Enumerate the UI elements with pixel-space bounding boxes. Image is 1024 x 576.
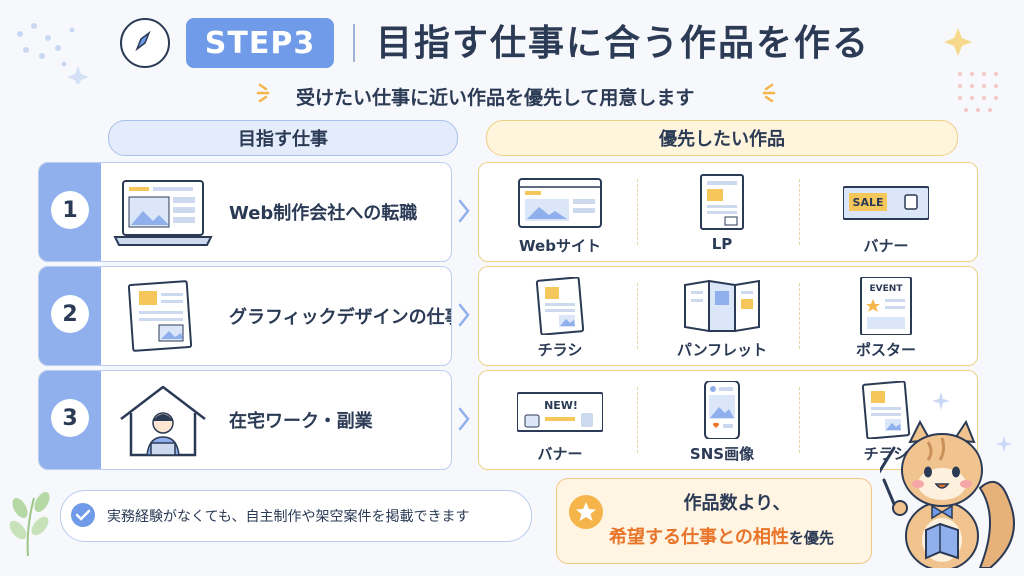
work-item: SNS画像	[645, 371, 799, 469]
highlight-text: 希望する仕事との相性	[609, 527, 789, 548]
note-priority: 作品数より、 希望する仕事との相性を優先	[556, 478, 872, 564]
work-item: NEW! バナー	[483, 371, 637, 469]
work-item: パンフレット	[645, 267, 799, 365]
divider	[799, 283, 800, 349]
divider	[799, 387, 800, 453]
decorative-sparkles	[944, 28, 998, 112]
sparkle-icon	[996, 436, 1012, 452]
work-label: ポスター	[855, 341, 916, 359]
chevron-right-icon	[458, 303, 470, 327]
poster-icon: EVENT	[860, 277, 912, 335]
work-label: バナー	[863, 237, 909, 255]
squirrel-mascot	[880, 419, 1015, 568]
banner-icon: NEW!	[517, 392, 603, 432]
work-label: チラシ	[537, 341, 583, 359]
title-divider	[353, 24, 355, 62]
works-card-2: チラシ パンフレット EVENT ポスター	[478, 266, 978, 366]
flyer-icon	[535, 277, 585, 335]
event-text: EVENT	[870, 284, 904, 294]
plant-illustration	[9, 492, 50, 557]
note-experience-text: 実務経験がなくても、自主制作や架空案件を掲載できます	[107, 509, 470, 525]
works-card-1: Webサイト LP SALE バナー	[478, 162, 978, 262]
note-priority-line2: 希望する仕事との相性を優先	[609, 523, 834, 549]
star-icon	[569, 495, 603, 529]
step-number: 1	[51, 191, 89, 229]
work-label: チラシ	[863, 445, 909, 463]
work-item: EVENT ポスター	[809, 267, 963, 365]
work-item: Webサイト	[483, 163, 637, 261]
work-item: チラシ	[483, 267, 637, 365]
step-number: 3	[51, 399, 89, 437]
step-badge: STEP3	[186, 18, 334, 68]
chevron-right-icon	[458, 407, 470, 431]
divider	[637, 387, 638, 453]
page-title: 目指す仕事に合う作品を作る	[376, 23, 871, 64]
job-label: 在宅ワーク・副業	[229, 411, 373, 432]
work-label: Webサイト	[519, 237, 601, 255]
divider	[637, 179, 638, 245]
home-work-icon	[120, 385, 206, 457]
pamphlet-icon	[684, 279, 760, 333]
work-label: パンフレット	[676, 341, 768, 359]
sparkle-left-icon	[256, 83, 270, 102]
job-card-3: 3 在宅ワーク・副業	[38, 370, 452, 470]
sparkle-icon	[932, 392, 950, 410]
laptop-icon	[113, 180, 213, 246]
sparkle-right-icon	[762, 83, 776, 102]
divider	[637, 283, 638, 349]
decorative-dots	[17, 23, 89, 84]
flyer-icon	[861, 381, 911, 439]
chevron-right-icon	[458, 199, 470, 223]
new-text: NEW!	[544, 399, 578, 412]
note-experience: 実務経験がなくても、自主制作や架空案件を掲載できます	[60, 490, 532, 542]
divider	[799, 179, 800, 245]
work-item: SALE バナー	[809, 163, 963, 261]
work-item: LP	[645, 163, 799, 261]
sale-text: SALE	[853, 196, 884, 209]
job-label: グラフィックデザインの仕事	[229, 307, 452, 328]
step-number: 2	[51, 295, 89, 333]
document-icon	[127, 280, 193, 352]
job-card-2: 2 グラフィックデザインの仕事	[38, 266, 452, 366]
page-subtitle: 受けたい仕事に近い作品を優先して用意します	[296, 87, 695, 109]
job-label: Web制作会社への転職	[229, 203, 418, 224]
work-item: チラシ	[809, 371, 963, 469]
column-header-target-job: 目指す仕事	[108, 120, 458, 156]
job-card-1: 1 Web制作会社への転職	[38, 162, 452, 262]
work-label: LP	[711, 235, 733, 253]
smartphone-icon	[704, 381, 740, 439]
work-label: SNS画像	[689, 445, 755, 463]
work-label: バナー	[537, 445, 583, 463]
compass-icon	[120, 18, 170, 68]
works-card-3: NEW! バナー SNS画像 チラシ	[478, 370, 978, 470]
column-header-priority-works: 優先したい作品	[486, 120, 958, 156]
website-icon	[518, 178, 602, 228]
check-icon	[71, 503, 95, 527]
note-priority-line1: 作品数より、	[683, 493, 791, 514]
banner-icon: SALE	[843, 186, 929, 220]
note-priority-rest: を優先	[788, 529, 834, 547]
landing-page-icon	[700, 174, 744, 230]
